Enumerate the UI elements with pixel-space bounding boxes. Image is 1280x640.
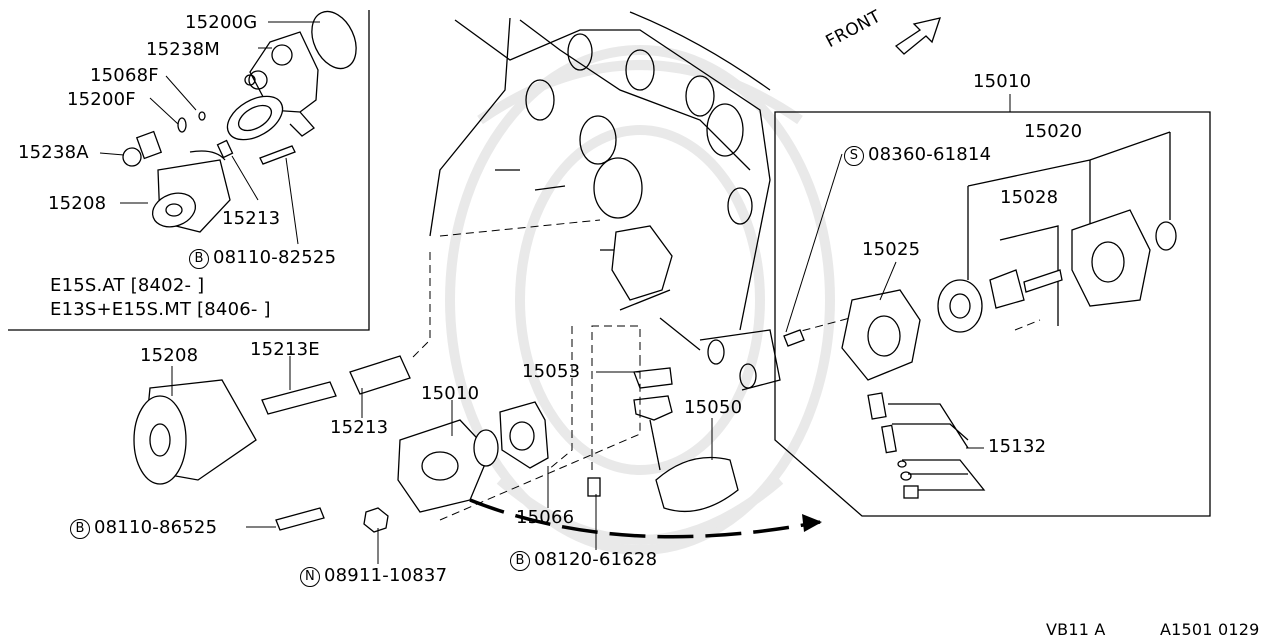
part-number-15066: 15066	[516, 507, 575, 528]
flow-arrow	[469, 498, 821, 539]
part-number-15028: 15028	[1000, 187, 1059, 208]
part-number-15010-detail: 15010	[973, 71, 1032, 92]
detail-parts	[783, 131, 1177, 499]
flow-arrowhead	[802, 514, 822, 532]
bolt-part-number: 08120-61628	[534, 549, 658, 570]
main-leader-lines	[171, 94, 1011, 564]
part-number-15200g: 15200G	[185, 12, 258, 33]
part-number-15010-main: 15010	[421, 383, 480, 404]
inset-leader-lines	[99, 21, 320, 245]
main-parts	[133, 355, 739, 533]
part-number-15020: 15020	[1024, 121, 1083, 142]
part-number-15208: 15208	[140, 345, 199, 366]
footer-diagram-code: VB11 A	[1046, 620, 1106, 639]
watermark-emblem	[445, 45, 835, 555]
part-number-15213: 15213	[330, 417, 389, 438]
prefix-b-circle: B	[70, 519, 90, 539]
screw-part-number: 08360-61814	[868, 144, 992, 165]
part-number-15208-inset: 15208	[48, 193, 107, 214]
prefix-b-circle: B	[510, 551, 530, 571]
inset-frame	[8, 10, 370, 331]
bolt-part-number: 08110-82525	[213, 247, 337, 268]
front-arrow	[894, 17, 941, 55]
part-number-15200f: 15200F	[67, 89, 136, 110]
applicability-line-1: E15S.AT [8402- ]	[50, 275, 205, 296]
part-number-15025: 15025	[862, 239, 921, 260]
bolt-part-number: 08110-86525	[94, 517, 218, 538]
part-number-15053: 15053	[522, 361, 581, 382]
prefix-s-circle: S	[844, 146, 864, 166]
assembly-dash-lines	[409, 219, 851, 521]
prefix-b-circle: B	[189, 249, 209, 269]
part-number-15213-inset: 15213	[222, 208, 281, 229]
footer-figure-number: A1501 0129	[1160, 620, 1260, 639]
part-number-15238m: 15238M	[146, 39, 220, 60]
part-number-15050: 15050	[684, 397, 743, 418]
prefix-n-circle: N	[300, 567, 320, 587]
applicability-line-2: E13S+E15S.MT [8406- ]	[50, 299, 271, 320]
part-number-15238a: 15238A	[18, 142, 89, 163]
part-number-15132: 15132	[988, 436, 1047, 457]
nut-part-number: 08911-10837	[324, 565, 448, 586]
detail-frame	[774, 111, 1211, 517]
part-number-15213e: 15213E	[250, 339, 320, 360]
part-number-15068f: 15068F	[90, 65, 159, 86]
inset-filter-assembly	[122, 10, 357, 233]
